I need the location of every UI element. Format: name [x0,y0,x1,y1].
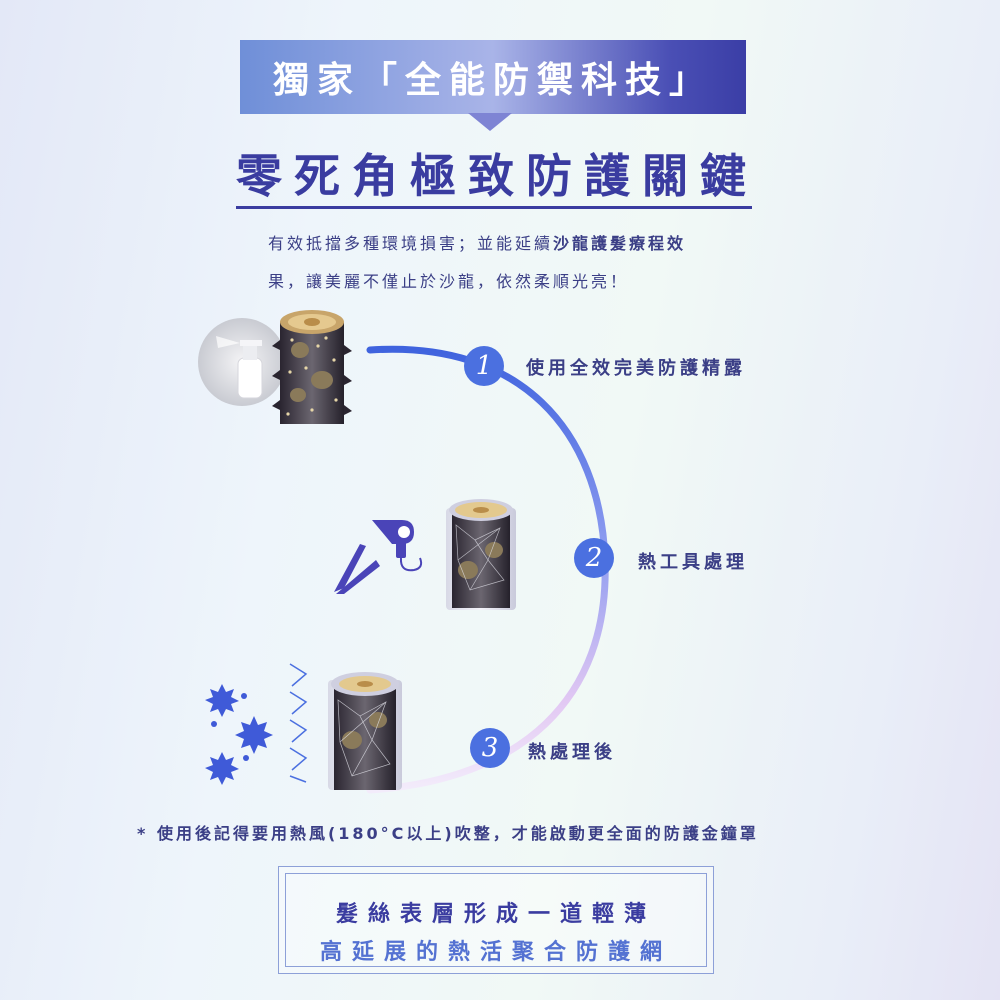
step-1-label: 使用全效完美防護精露 [526,358,746,379]
page-title: 零死角極致防護關鍵 [236,149,758,203]
callout-line-1: 髮絲表層形成一道輕薄 [335,902,656,927]
wind-arrow-icons [289,663,308,783]
hair-strand-before-icon [272,310,352,424]
callout-inner-frame: 髮絲表層形成一道輕薄 高延展的熱活聚合防護網 [285,873,707,967]
step-1-marker: 1 [464,346,504,386]
flat-iron-icon [334,544,380,594]
hair-dryer-icon [372,520,423,572]
callout-line-2: 高延展的熱活聚合防護網 [319,940,672,965]
description-line-1: 有效抵擋多種環境損害；並能延續沙龍護髮療程效 [268,230,748,254]
header-banner: 獨家「全能防禦科技」 [240,40,746,114]
description-line-1-plain: 有效抵擋多種環境損害；並能延續 [268,234,554,253]
step-3-label: 熱處理後 [528,742,616,763]
hair-strand-heat-icon [446,499,516,610]
banner-pointer [468,113,512,131]
title-underline [236,206,752,209]
step-2-marker: 2 [574,538,614,578]
description-line-1-bold: 沙龍護髮療程效 [553,234,687,253]
banner-text: 獨家「全能防禦科技」 [272,60,713,101]
usage-note: * 使用後記得要用熱風(180°C以上)吹整，才能啟動更全面的防護金鐘罩 [137,824,759,843]
step-2-label: 熱工具處理 [638,552,748,573]
step-3-marker: 3 [470,728,510,768]
hair-strand-after-icon [328,672,402,790]
spray-bottle-icon [198,318,286,406]
stress-star-icons [205,684,273,785]
description-line-2: 果，讓美麗不僅止於沙龍，依然柔順光亮！ [268,272,630,291]
callout-box: 髮絲表層形成一道輕薄 高延展的熱活聚合防護網 [278,866,714,974]
